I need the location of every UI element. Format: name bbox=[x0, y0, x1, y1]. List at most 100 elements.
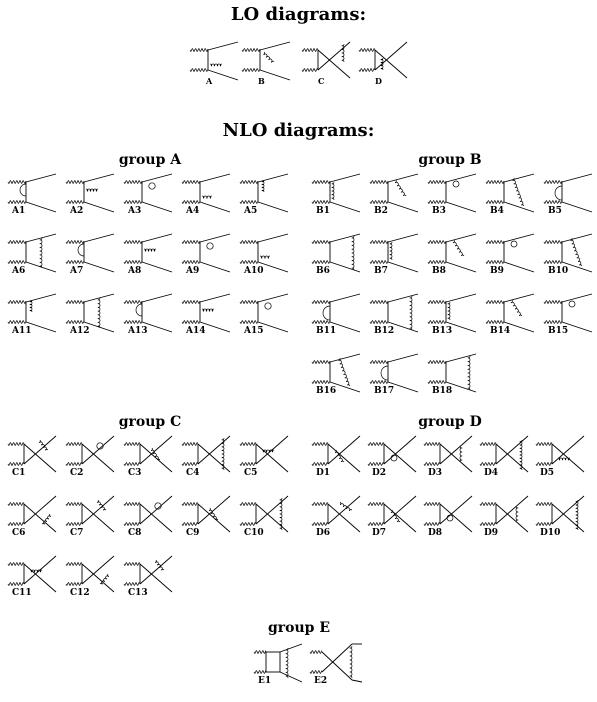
nlo-diagrams-title: NLO diagrams: bbox=[222, 120, 375, 141]
feynman-diagram-graphic bbox=[7, 555, 57, 593]
feynman-diagram-graphic bbox=[479, 495, 529, 533]
diagram-b2: B2 bbox=[368, 172, 424, 216]
feynman-diagram-graphic bbox=[485, 233, 535, 273]
feynman-diagram-graphic bbox=[427, 233, 477, 273]
diagram-a4: A4 bbox=[180, 172, 236, 216]
diagram-b11: B11 bbox=[310, 292, 366, 336]
diagram-label: D2 bbox=[372, 468, 387, 478]
diagram-d7: D7 bbox=[366, 494, 422, 538]
diagram-label: D6 bbox=[316, 528, 331, 538]
diagram-b1: B1 bbox=[310, 172, 366, 216]
diagram-d3: D3 bbox=[422, 434, 478, 478]
feynman-diagram-graphic bbox=[311, 173, 361, 213]
diagram-a9: A9 bbox=[180, 232, 236, 276]
diagram-label: B18 bbox=[432, 386, 453, 396]
group-b-title: group B bbox=[418, 152, 482, 168]
feynman-diagram-graphic bbox=[427, 173, 477, 213]
feynman-diagram-graphic bbox=[311, 293, 361, 333]
diagram-d6: D6 bbox=[310, 494, 366, 538]
feynman-diagram-graphic bbox=[181, 233, 231, 273]
diagram-label: B5 bbox=[548, 206, 562, 216]
diagram-label: D1 bbox=[316, 468, 331, 478]
diagram-b5: B5 bbox=[542, 172, 597, 216]
diagram-label: B9 bbox=[490, 266, 504, 276]
feynman-diagram-graphic bbox=[123, 293, 173, 333]
feynman-diagram-graphic bbox=[358, 41, 408, 79]
feynman-diagram-graphic bbox=[369, 173, 419, 213]
feynman-diagram-graphic bbox=[479, 435, 529, 473]
feynman-diagram-graphic bbox=[7, 435, 57, 473]
diagram-label: C9 bbox=[186, 528, 200, 538]
feynman-diagram-graphic bbox=[253, 643, 303, 683]
diagram-label: A14 bbox=[186, 326, 206, 336]
diagram-a2: A2 bbox=[64, 172, 120, 216]
diagram-b6: B6 bbox=[310, 232, 366, 276]
diagram-label: D3 bbox=[428, 468, 443, 478]
feynman-diagram-graphic bbox=[181, 293, 231, 333]
diagram-label: B4 bbox=[490, 206, 504, 216]
feynman-diagram-graphic bbox=[423, 435, 473, 473]
feynman-diagram-graphic bbox=[7, 173, 57, 213]
diagram-c3: C3 bbox=[122, 434, 178, 478]
diagram-label: A10 bbox=[244, 266, 264, 276]
diagram-b14: B14 bbox=[484, 292, 540, 336]
diagram-label: D7 bbox=[372, 528, 387, 538]
feynman-diagram-graphic bbox=[535, 495, 585, 533]
feynman-diagram-graphic bbox=[239, 173, 289, 213]
feynman-diagram-graphic bbox=[311, 233, 361, 273]
diagram-a5: A5 bbox=[238, 172, 294, 216]
feynman-diagram-graphic bbox=[65, 293, 115, 333]
diagram-b12: B12 bbox=[368, 292, 424, 336]
diagram-a1: A1 bbox=[6, 172, 62, 216]
diagram-label: C1 bbox=[12, 468, 26, 478]
diagram-label: C10 bbox=[244, 528, 264, 538]
diagram-label: A7 bbox=[70, 266, 84, 276]
feynman-diagram-graphic bbox=[7, 495, 57, 533]
diagram-label: E1 bbox=[258, 676, 272, 686]
diagram-label: B10 bbox=[548, 266, 569, 276]
diagram-c2: C2 bbox=[64, 434, 120, 478]
diagram-b4: B4 bbox=[484, 172, 540, 216]
diagram-label: B16 bbox=[316, 386, 337, 396]
feynman-diagram-graphic bbox=[311, 495, 361, 533]
diagram-label: C7 bbox=[70, 528, 84, 538]
diagram-b13: B13 bbox=[426, 292, 482, 336]
diagram-b17: B17 bbox=[368, 352, 424, 396]
diagram-b3: B3 bbox=[426, 172, 482, 216]
diagram-label: C11 bbox=[12, 588, 32, 598]
diagram-b9: B9 bbox=[484, 232, 540, 276]
diagram-label: C2 bbox=[70, 468, 84, 478]
diagram-label: B17 bbox=[374, 386, 395, 396]
diagram-label: C12 bbox=[70, 588, 90, 598]
diagram-label: B1 bbox=[316, 206, 330, 216]
diagram-c10: C10 bbox=[238, 494, 294, 538]
feynman-diagram-graphic bbox=[427, 353, 477, 393]
diagram-d5: D5 bbox=[534, 434, 590, 478]
diagram-a7: A7 bbox=[64, 232, 120, 276]
feynman-diagram-graphic bbox=[7, 233, 57, 273]
feynman-diagram-graphic bbox=[535, 435, 585, 473]
diagram-label: B11 bbox=[316, 326, 337, 336]
diagram-a13: A13 bbox=[122, 292, 178, 336]
diagram-d1: D1 bbox=[310, 434, 366, 478]
feynman-diagram-graphic bbox=[65, 173, 115, 213]
diagram-label: D5 bbox=[540, 468, 555, 478]
diagram-label: D9 bbox=[484, 528, 499, 538]
diagram-e2: E2 bbox=[308, 642, 364, 686]
feynman-diagram-graphic bbox=[239, 233, 289, 273]
feynman-diagram-graphic bbox=[65, 233, 115, 273]
feynman-diagram-graphic bbox=[369, 293, 419, 333]
feynman-diagram-graphic bbox=[369, 233, 419, 273]
feynman-diagram-graphic bbox=[181, 495, 231, 533]
lo-diagrams-title: LO diagrams: bbox=[230, 4, 367, 25]
diagram-label: A9 bbox=[186, 266, 200, 276]
lo-diagram-d: D bbox=[357, 40, 413, 86]
diagram-c9: C9 bbox=[180, 494, 236, 538]
diagram-a8: A8 bbox=[122, 232, 178, 276]
diagram-c12: C12 bbox=[64, 554, 120, 598]
diagram-b16: B16 bbox=[310, 352, 366, 396]
diagram-a15: A15 bbox=[238, 292, 294, 336]
diagram-label: C bbox=[318, 76, 325, 86]
diagram-label: A bbox=[206, 76, 213, 86]
diagram-b8: B8 bbox=[426, 232, 482, 276]
